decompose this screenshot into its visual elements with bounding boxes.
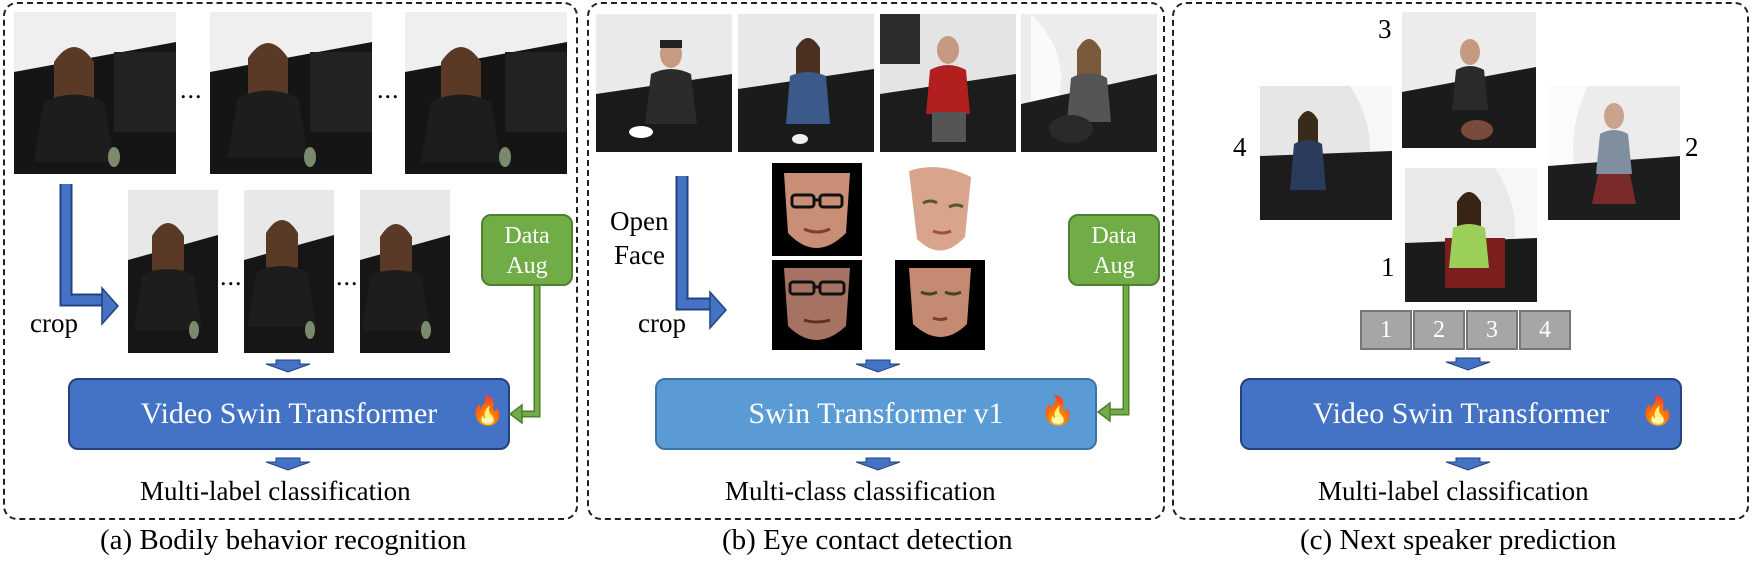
position-label-4: 4 <box>1233 132 1247 162</box>
ellipsis: ... <box>180 75 203 104</box>
ellipsis: ... <box>377 75 400 104</box>
participant-view-2 <box>1548 86 1680 220</box>
crop-label: crop <box>30 308 78 338</box>
cropped-frame-2 <box>244 190 334 353</box>
view-photo-2 <box>738 14 874 152</box>
participant-view-3 <box>1402 12 1536 148</box>
face-crop-3 <box>772 260 862 350</box>
openface-label-line2: Face <box>614 240 665 270</box>
view-photo-3 <box>880 14 1016 152</box>
cropped-frame-1 <box>128 190 218 353</box>
output-label: Multi-label classification <box>140 476 411 506</box>
data-aug-label-line2: Aug <box>506 253 548 279</box>
view-photo-4 <box>1021 14 1157 152</box>
panel-c-border <box>1172 2 1749 520</box>
video-frame-3 <box>405 12 567 174</box>
data-aug-box: Data Aug <box>1068 214 1160 286</box>
crop-label: crop <box>638 308 686 338</box>
sequence-cell-1: 1 <box>1360 310 1412 350</box>
participant-view-4 <box>1260 86 1392 220</box>
video-frame-2 <box>210 12 372 174</box>
sequence-cell-4: 4 <box>1519 310 1571 350</box>
position-label-3: 3 <box>1378 14 1392 44</box>
caption-a: (a) Bodily behavior recognition <box>100 524 467 556</box>
caption-b: (b) Eye contact detection <box>722 524 1013 556</box>
output-label: Multi-label classification <box>1318 476 1589 506</box>
panel-a-border <box>3 2 578 520</box>
face-crop-1 <box>772 163 862 256</box>
participant-view-1 <box>1405 168 1537 302</box>
data-aug-label-line2: Aug <box>1093 253 1135 279</box>
face-crop-2 <box>895 163 985 256</box>
model-label: Swin Transformer v1 <box>748 397 1004 430</box>
view-photo-1 <box>596 14 732 152</box>
data-aug-box: Data Aug <box>481 214 573 286</box>
data-aug-label-line1: Data <box>504 223 550 249</box>
model-label: Video Swin Transformer <box>1312 397 1610 430</box>
cropped-frame-3 <box>360 190 450 353</box>
flame-icon: 🔥 <box>1040 394 1075 427</box>
face-crop-4 <box>895 260 985 350</box>
sequence-cell-2: 2 <box>1413 310 1465 350</box>
flame-icon: 🔥 <box>470 394 505 427</box>
caption-c: (c) Next speaker prediction <box>1300 524 1617 556</box>
video-swin-transformer-box: Video Swin Transformer <box>1240 378 1682 450</box>
ellipsis: ... <box>220 262 243 291</box>
panel-b-border <box>587 2 1165 520</box>
model-label: Video Swin Transformer <box>140 397 438 430</box>
video-swin-transformer-box: Video Swin Transformer <box>68 378 510 450</box>
speaker-sequence: 1 2 3 4 <box>1360 310 1571 350</box>
sequence-cell-3: 3 <box>1466 310 1518 350</box>
swin-transformer-v1-box: Swin Transformer v1 <box>655 378 1097 450</box>
video-frame-1 <box>14 12 176 174</box>
ellipsis: ... <box>336 262 359 291</box>
data-aug-label-line1: Data <box>1091 223 1137 249</box>
position-label-1: 1 <box>1381 252 1395 282</box>
flame-icon: 🔥 <box>1640 394 1675 427</box>
openface-label-line1: Open <box>610 206 669 236</box>
position-label-2: 2 <box>1685 132 1699 162</box>
output-label: Multi-class classification <box>725 476 996 506</box>
